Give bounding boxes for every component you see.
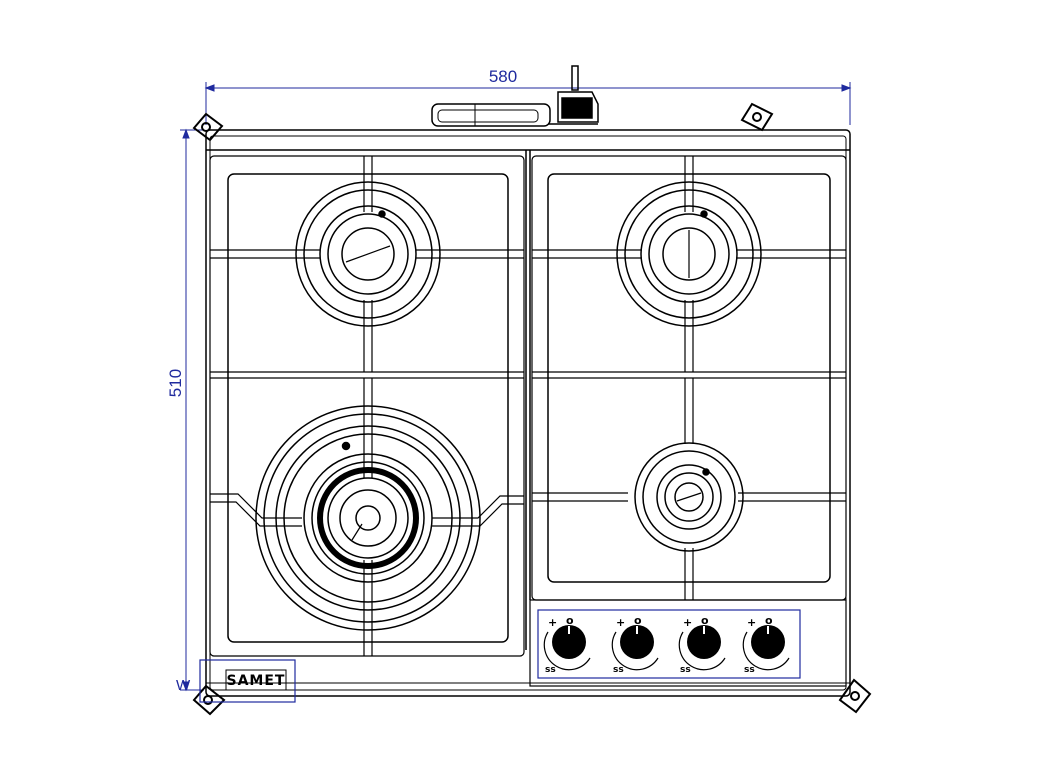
- control-panel-area: [529, 599, 847, 687]
- clamp-bottom-left: [192, 684, 226, 716]
- burner-wells: [227, 150, 831, 650]
- knob-2-plus: +: [616, 616, 625, 629]
- knob-3-plus: +: [683, 616, 692, 629]
- dimension-width: [204, 82, 852, 125]
- knob-2-off: o: [634, 614, 642, 627]
- knob-4-off: o: [765, 614, 773, 627]
- knob-1-mark: ss: [545, 665, 556, 675]
- knob-3-off: o: [701, 614, 709, 627]
- knob-3-mark: ss: [680, 665, 691, 675]
- control-panel-outline: [537, 609, 801, 679]
- pan-support-grid: [209, 155, 847, 657]
- dimension-height: [180, 128, 204, 692]
- clamp-top-right: [740, 102, 774, 132]
- knob-1-off: o: [566, 614, 574, 627]
- gas-connector: [431, 103, 551, 127]
- control-knob-3[interactable]: [678, 625, 726, 671]
- brand-logo-box: [199, 659, 296, 703]
- width-label: 580: [489, 67, 517, 86]
- hob-frame: [205, 129, 851, 697]
- clamp-bottom-right: [838, 678, 872, 714]
- burner-wok: [255, 405, 481, 631]
- burner-rear-right: [616, 181, 762, 327]
- side-mark-label: W: [176, 677, 191, 694]
- grate-arms: [210, 156, 846, 656]
- brand-plate: [225, 669, 287, 691]
- control-knob-4[interactable]: [742, 625, 790, 671]
- knob-1-plus: +: [548, 616, 557, 629]
- knob-4-plus: +: [747, 616, 756, 629]
- height-label: 510: [166, 369, 185, 397]
- clamp-top-left: [192, 112, 224, 142]
- control-knob-1[interactable]: [543, 625, 591, 671]
- knob-2-mark: ss: [613, 665, 624, 675]
- brand-logo: SAMET: [227, 673, 286, 689]
- knob-4-mark: ss: [744, 665, 755, 675]
- control-knob-2[interactable]: [611, 625, 659, 671]
- burner-rear-left: [295, 181, 441, 327]
- power-plug: [548, 65, 599, 125]
- burner-front-right: [634, 442, 744, 552]
